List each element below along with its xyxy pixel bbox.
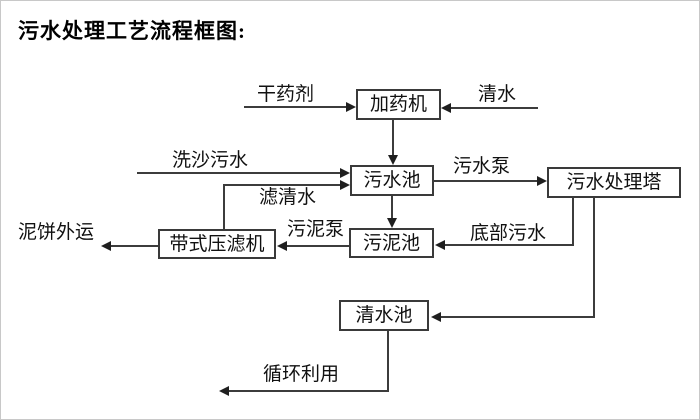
edge-dosing-to-sewage-arrowhead-icon: [388, 155, 398, 165]
edge-sewage-to-sludge-line: [391, 196, 393, 218]
edge-tower-to-clean-vertical-line: [593, 198, 595, 318]
edge-tower-to-clean-line: [441, 316, 595, 318]
label-sludge-pump: 污泥泵: [287, 219, 345, 240]
edge-sand-washing-arrowhead-icon: [340, 168, 350, 178]
edge-sewage-pump-arrowhead-icon: [537, 176, 547, 186]
node-clean-water-pool: 清水池: [339, 300, 429, 331]
edge-bottom-sewage-arrowhead-icon: [435, 240, 445, 250]
label-recycling: 循环利用: [263, 364, 340, 385]
edge-clean-water-arrowhead-icon: [441, 103, 451, 113]
diagram-title: 污水处理工艺流程框图:: [18, 19, 246, 43]
label-sewage-pump: 污水泵: [453, 156, 511, 177]
node-sludge-pool: 污泥池: [349, 228, 434, 258]
label-bottom-sewage: 底部污水: [470, 223, 547, 244]
label-filtered-water: 滤清水: [259, 187, 317, 208]
edge-sand-washing-line: [137, 172, 340, 174]
edge-filtered-water-vertical-line: [223, 185, 225, 229]
edge-clean-water-line: [451, 107, 538, 109]
edge-dosing-to-sewage-line: [392, 120, 394, 156]
edge-dry-agent-line: [244, 106, 346, 108]
edge-mud-cake-line: [111, 245, 158, 247]
label-dry-agent: 干药剂: [257, 84, 315, 105]
label-sand-washing-sewage: 洗沙污水: [172, 150, 249, 171]
edge-sludge-pump-line: [287, 245, 349, 247]
edge-filtered-water-arrowhead-icon: [340, 180, 350, 190]
node-sewage-pool: 污水池: [350, 165, 434, 196]
edge-bottom-sewage-line: [445, 244, 574, 246]
label-clean-water: 清水: [478, 84, 517, 105]
node-belt-filter-press: 带式压滤机: [158, 229, 276, 259]
edge-recycle-vertical-line: [387, 331, 389, 391]
edge-sewage-to-sludge-arrowhead-icon: [387, 218, 397, 228]
edge-recycle-arrowhead-icon: [219, 386, 229, 396]
edge-dry-agent-arrowhead-icon: [346, 102, 356, 112]
edge-mud-cake-arrowhead-icon: [101, 241, 111, 251]
node-dosing-machine: 加药机: [356, 89, 441, 120]
edge-sludge-pump-arrowhead-icon: [277, 241, 287, 251]
node-treatment-tower: 污水处理塔: [547, 167, 681, 198]
edge-bottom-sewage-vertical-line: [572, 198, 574, 245]
label-mud-cake-outbound: 泥饼外运: [18, 222, 95, 243]
edge-filtered-water-line: [223, 184, 340, 186]
edge-sewage-pump-line: [434, 180, 537, 182]
edge-recycle-line: [229, 390, 389, 392]
edge-tower-to-clean-arrowhead-icon: [431, 312, 441, 322]
